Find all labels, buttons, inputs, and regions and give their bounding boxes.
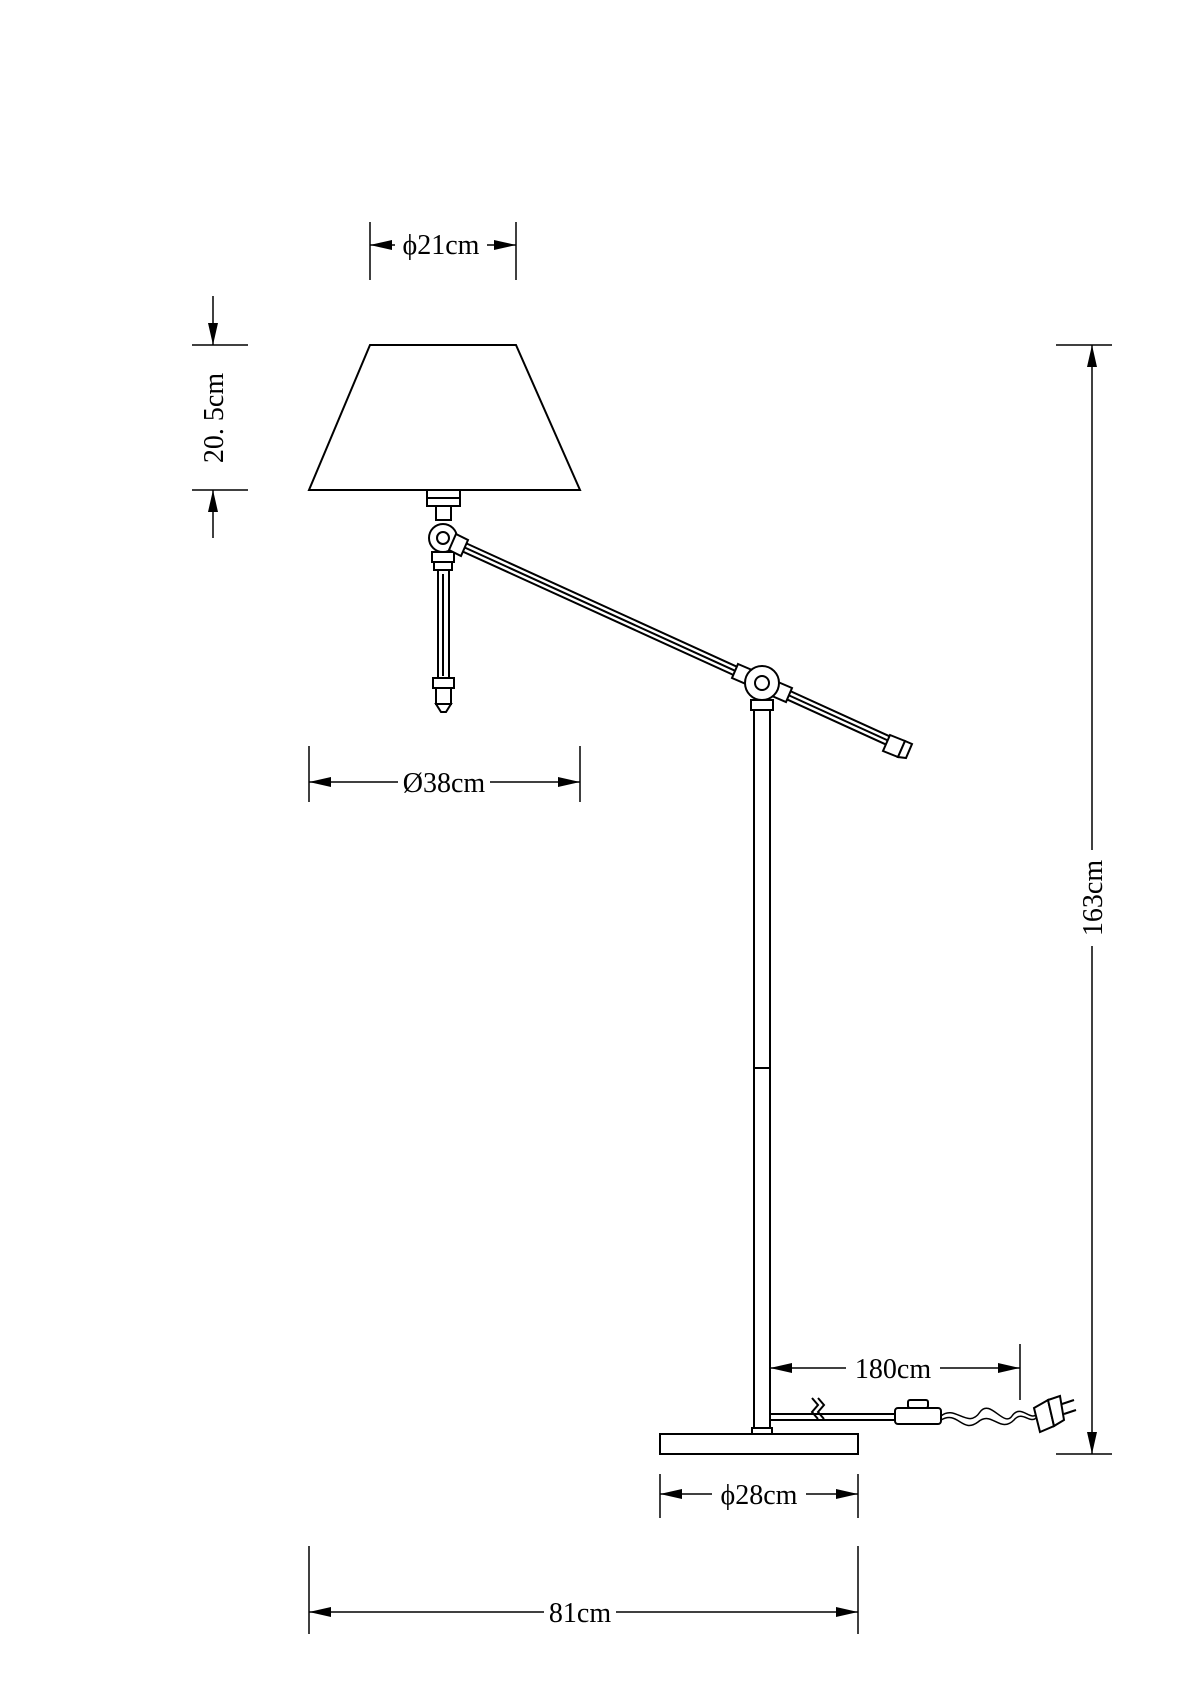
lamp-shade xyxy=(307,344,582,491)
shade-diameter-label: Ø38cm xyxy=(403,768,486,799)
base-diameter-label: ϕ28cm xyxy=(721,1480,798,1511)
shade-height-label: 20. 5cm xyxy=(199,373,230,463)
total-height-label: 163cm xyxy=(1078,860,1109,936)
coiled-cord xyxy=(940,1407,1037,1427)
top-diameter-label: ϕ21cm xyxy=(403,230,480,261)
dimension-shade-diameter: Ø38cm xyxy=(308,746,581,802)
cable-length-label: 180cm xyxy=(855,1354,931,1385)
hanging-rod xyxy=(432,569,455,713)
middle-joint xyxy=(730,662,794,711)
lamp-stem xyxy=(751,709,773,1435)
plug-icon xyxy=(1032,1394,1077,1434)
dimension-total-width: 81cm xyxy=(308,1546,859,1634)
lamp-socket xyxy=(426,489,461,521)
dimension-shade-height: 20. 5cm xyxy=(192,296,248,538)
dimension-top-diameter: ϕ21cm xyxy=(369,222,517,280)
angled-arm xyxy=(447,532,914,760)
total-width-label: 81cm xyxy=(549,1598,611,1629)
lamp-base xyxy=(659,1433,859,1455)
upper-joint xyxy=(428,523,458,571)
power-cable xyxy=(770,1397,895,1421)
foot-switch xyxy=(894,1399,942,1425)
dimension-total-height: 163cm xyxy=(1056,344,1112,1455)
dimension-cable-length: 180cm xyxy=(769,1344,1021,1400)
dimension-base-diameter: ϕ28cm xyxy=(659,1474,859,1518)
